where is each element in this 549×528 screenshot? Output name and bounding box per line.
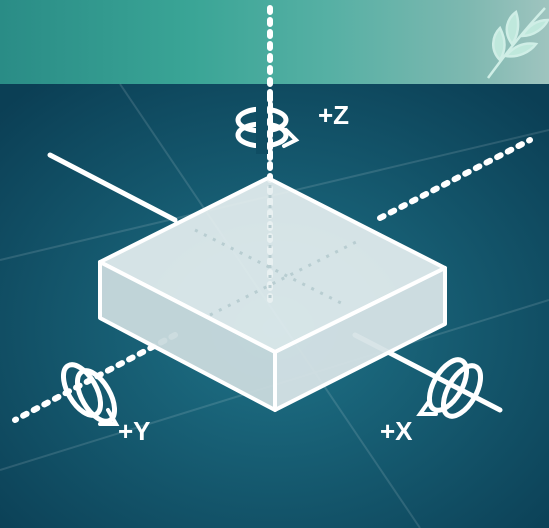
y-axis-label: +Y xyxy=(118,416,151,446)
leaf-sprig-icon xyxy=(488,8,548,78)
x-axis-label: +X xyxy=(380,416,413,446)
z-axis-label: +Z xyxy=(318,100,349,130)
